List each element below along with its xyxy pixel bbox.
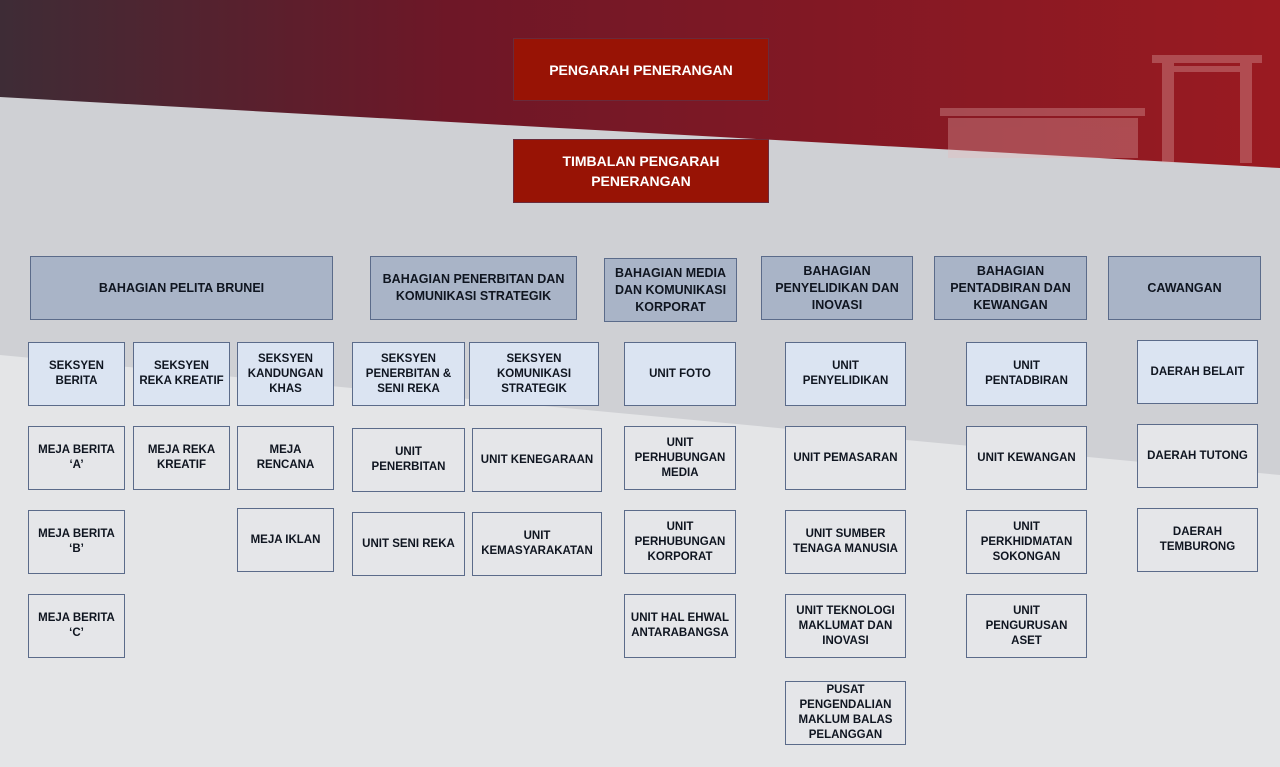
- unit-hal-ehwal-antarabangsa: UNIT HAL EHWAL ANTARABANGSA: [624, 594, 736, 658]
- dept-penyelidikan-inovasi: BAHAGIAN PENYELIDIKAN DAN INOVASI: [761, 256, 913, 320]
- branch-belait: DAERAH BELAIT: [1137, 340, 1258, 404]
- section-kandungan-khas: SEKSYEN KANDUNGAN KHAS: [237, 342, 334, 406]
- unit-pentadbiran: UNIT PENTADBIRAN: [966, 342, 1087, 406]
- unit-teknologi-maklumat: UNIT TEKNOLOGI MAKLUMAT DAN INOVASI: [785, 594, 906, 658]
- desk-rencana: MEJA RENCANA: [237, 426, 334, 490]
- unit-perhubungan-media: UNIT PERHUBUNGAN MEDIA: [624, 426, 736, 490]
- branch-tutong: DAERAH TUTONG: [1137, 424, 1258, 488]
- dept-media-komunikasi-korporat: BAHAGIAN MEDIA DAN KOMUNIKASI KORPORAT: [604, 258, 737, 322]
- desk-reka-kreatif: MEJA REKA KREATIF: [133, 426, 230, 490]
- unit-kenegaraan: UNIT KENEGARAAN: [472, 428, 602, 492]
- unit-sumber-tenaga-manusia: UNIT SUMBER TENAGA MANUSIA: [785, 510, 906, 574]
- unit-seni-reka: UNIT SENI REKA: [352, 512, 465, 576]
- unit-pengurusan-aset: UNIT PENGURUSAN ASET: [966, 594, 1087, 658]
- section-reka-kreatif: SEKSYEN REKA KREATIF: [133, 342, 230, 406]
- dept-pentadbiran-kewangan: BAHAGIAN PENTADBIRAN DAN KEWANGAN: [934, 256, 1087, 320]
- section-penerbitan-seni-reka: SEKSYEN PENERBITAN & SENI REKA: [352, 342, 465, 406]
- director-box: PENGARAH PENERANGAN: [513, 38, 769, 101]
- section-berita: SEKSYEN BERITA: [28, 342, 125, 406]
- desk-berita-a: MEJA BERITA ‘A’: [28, 426, 125, 490]
- unit-kemasyarakatan: UNIT KEMASYARAKATAN: [472, 512, 602, 576]
- desk-berita-b: MEJA BERITA ‘B’: [28, 510, 125, 574]
- desk-iklan: MEJA IKLAN: [237, 508, 334, 572]
- dept-cawangan: CAWANGAN: [1108, 256, 1261, 320]
- unit-penerbitan: UNIT PENERBITAN: [352, 428, 465, 492]
- pusat-maklum-balas: PUSAT PENGENDALIAN MAKLUM BALAS PELANGGA…: [785, 681, 906, 745]
- dept-penerbitan-komunikasi: BAHAGIAN PENERBITAN DAN KOMUNIKASI STRAT…: [370, 256, 577, 320]
- unit-penyelidikan: UNIT PENYELIDIKAN: [785, 342, 906, 406]
- branch-temburong: DAERAH TEMBURONG: [1137, 508, 1258, 572]
- unit-foto: UNIT FOTO: [624, 342, 736, 406]
- unit-pemasaran: UNIT PEMASARAN: [785, 426, 906, 490]
- dept-pelita-brunei: BAHAGIAN PELITA BRUNEI: [30, 256, 333, 320]
- unit-kewangan: UNIT KEWANGAN: [966, 426, 1087, 490]
- unit-perkhidmatan-sokongan: UNIT PERKHIDMATAN SOKONGAN: [966, 510, 1087, 574]
- section-komunikasi-strategik: SEKSYEN KOMUNIKASI STRATEGIK: [469, 342, 599, 406]
- desk-berita-c: MEJA BERITA ‘C’: [28, 594, 125, 658]
- deputy-director-box: TIMBALAN PENGARAH PENERANGAN: [513, 139, 769, 203]
- unit-perhubungan-korporat: UNIT PERHUBUNGAN KORPORAT: [624, 510, 736, 574]
